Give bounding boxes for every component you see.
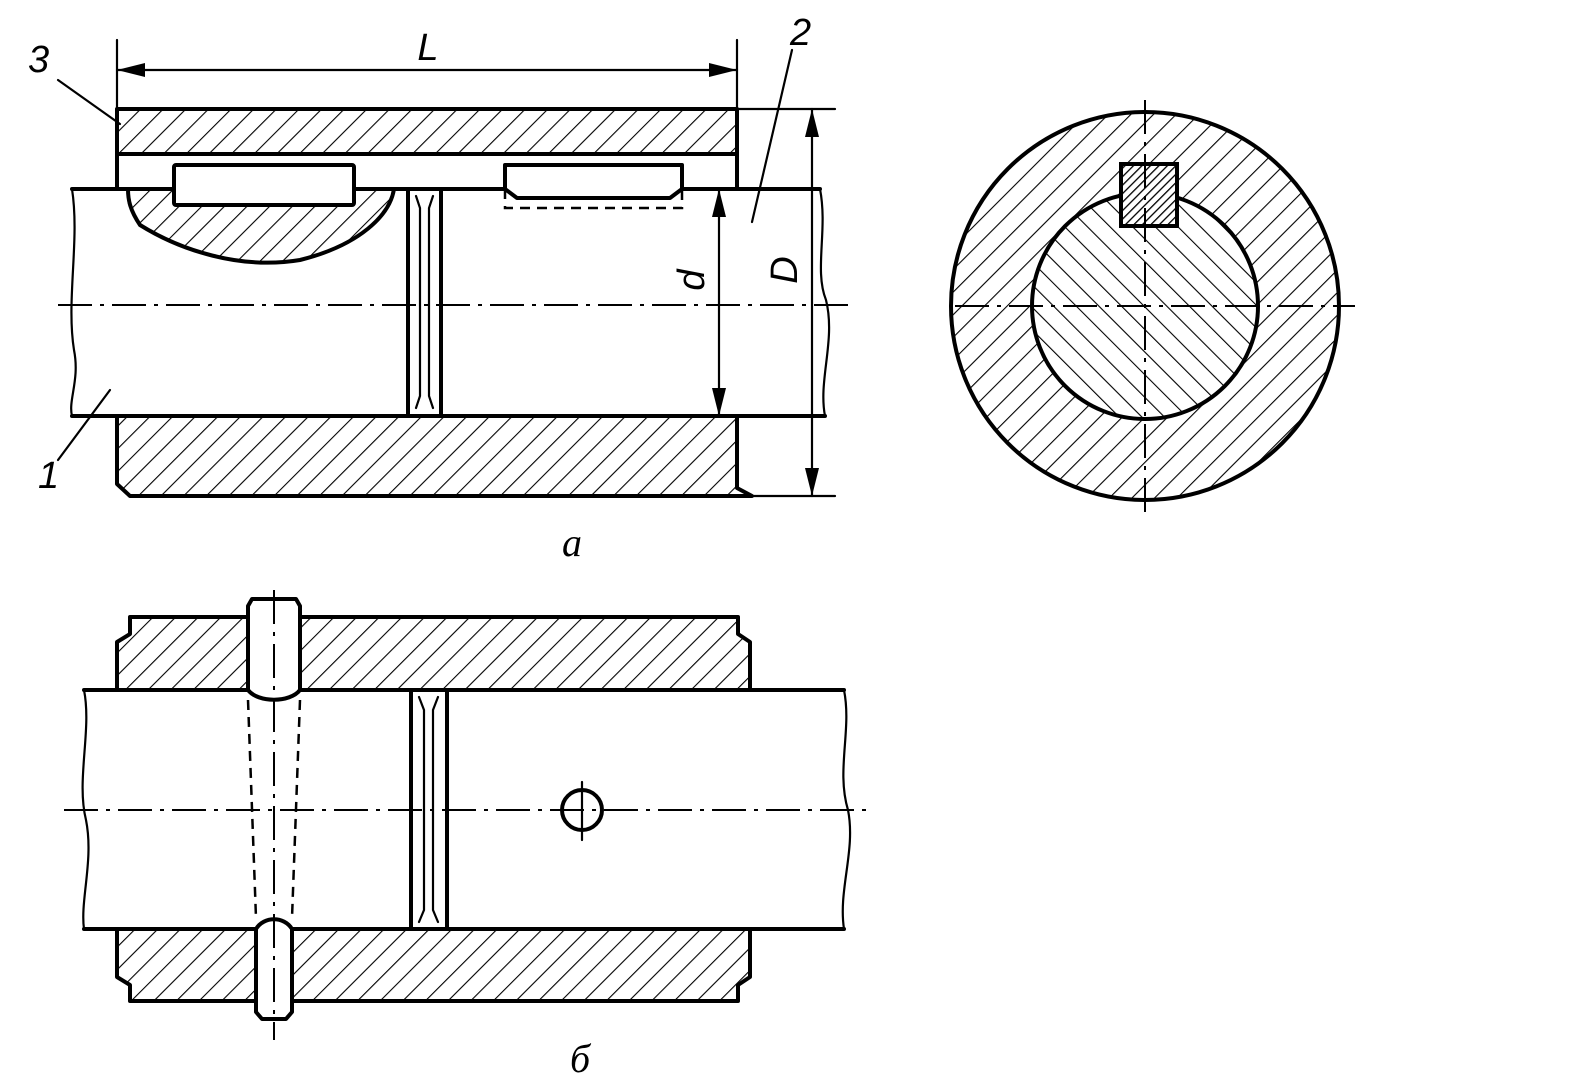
sleeve-b-top-wall (115, 615, 752, 692)
sleeve-b-bottom-wall (115, 927, 752, 1003)
svg-text:3: 3 (28, 39, 49, 81)
key-cross-section (1119, 162, 1179, 228)
cross-section (949, 100, 1355, 520)
key-left (172, 163, 356, 207)
part-label-2: 2 (750, 12, 811, 224)
dimension-d: d (671, 187, 726, 418)
view-a-section: L d D 3 2 1 а (28, 12, 848, 565)
dimension-D-label: D (764, 256, 806, 283)
sleeve-top-wall (115, 107, 739, 156)
caption-view-b: б (570, 1036, 592, 1081)
dimension-d-label: d (671, 268, 713, 291)
svg-text:2: 2 (789, 12, 811, 54)
part-label-3: 3 (28, 39, 122, 126)
dimension-L-label: L (417, 27, 438, 69)
dimension-D: D (735, 107, 837, 498)
key-right (503, 163, 684, 200)
part-label-1: 1 (38, 388, 112, 497)
dimension-L: L (115, 27, 739, 111)
caption-view-a: а (562, 520, 582, 565)
sleeve-bottom-wall (115, 414, 754, 498)
svg-text:1: 1 (38, 455, 59, 497)
view-b-section: б (64, 590, 870, 1081)
shaft-cutaway (126, 187, 396, 265)
shaft-groove (406, 187, 443, 418)
